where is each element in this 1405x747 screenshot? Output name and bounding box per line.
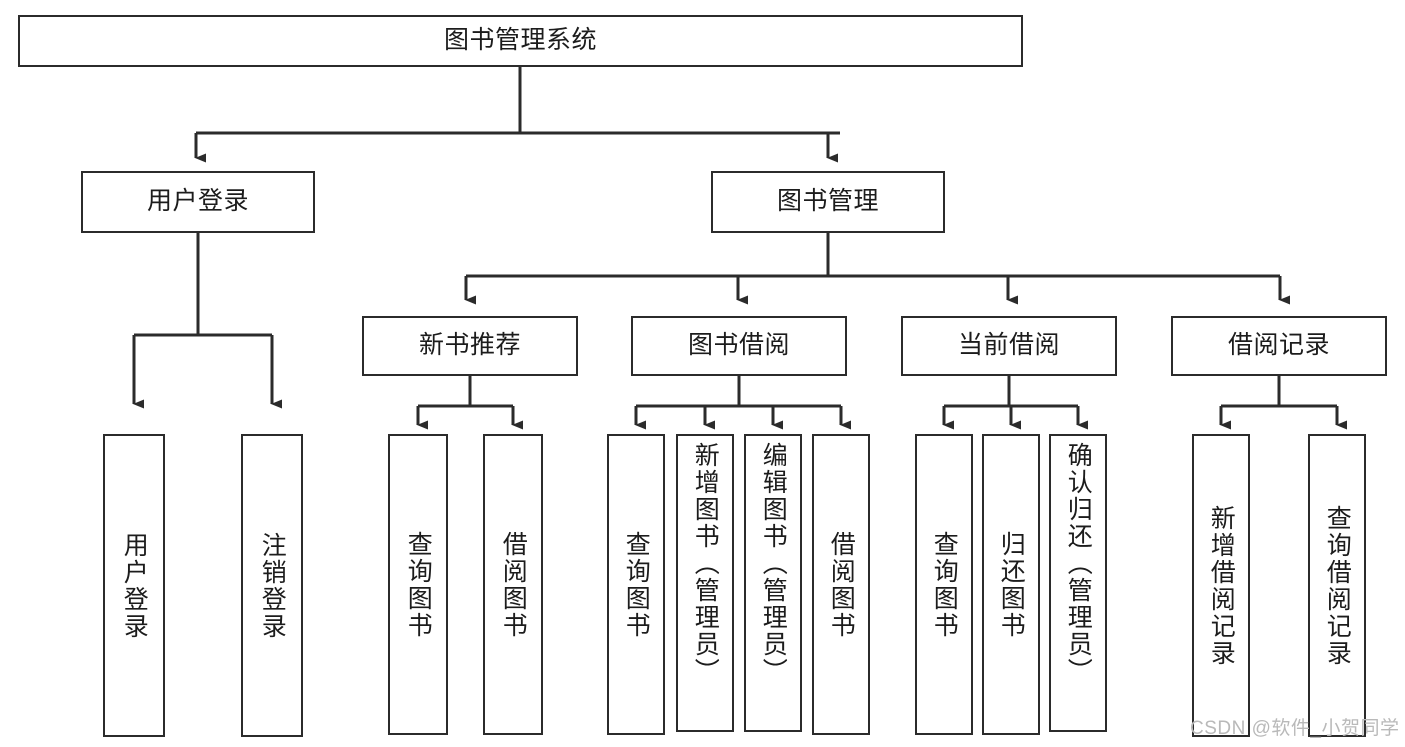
leaf-confirm-return-admin[interactable]: 确认归还（管理员）	[1049, 434, 1107, 732]
node-label: 新增借阅记录	[1207, 504, 1236, 667]
leaf-search-book-recommend[interactable]: 查询图书	[388, 434, 448, 735]
node-root-system[interactable]: 图书管理系统	[18, 15, 1023, 67]
leaf-borrow-book-recommend[interactable]: 借阅图书	[483, 434, 543, 735]
node-label: 查询借阅记录	[1323, 504, 1352, 667]
node-label: 图书管理	[776, 187, 879, 216]
node-borrow-record[interactable]: 借阅记录	[1171, 316, 1387, 376]
node-label: 注销登录	[258, 531, 287, 640]
node-label: 借阅图书	[827, 530, 856, 639]
node-label: 借阅图书	[499, 530, 528, 639]
node-book-management[interactable]: 图书管理	[711, 171, 945, 233]
node-label: 新书推荐	[418, 331, 521, 360]
node-label: 图书借阅	[687, 331, 790, 360]
node-label: 查询图书	[930, 530, 959, 639]
leaf-add-borrow-record[interactable]: 新增借阅记录	[1192, 434, 1250, 737]
leaf-user-logout[interactable]: 注销登录	[241, 434, 303, 737]
node-user-login[interactable]: 用户登录	[81, 171, 315, 233]
node-label: 归还图书	[997, 530, 1026, 639]
leaf-return-book[interactable]: 归还图书	[982, 434, 1040, 735]
leaf-search-book-borrow[interactable]: 查询图书	[607, 434, 665, 735]
leaf-borrow-book[interactable]: 借阅图书	[812, 434, 870, 735]
leaf-query-borrow-record[interactable]: 查询借阅记录	[1308, 434, 1366, 737]
leaf-add-book-admin[interactable]: 新增图书（管理员）	[676, 434, 734, 732]
node-label: 借阅记录	[1227, 331, 1330, 360]
node-label: 编辑图书（管理员）	[759, 442, 788, 685]
node-label: 用户登录	[120, 531, 149, 640]
node-book-borrow[interactable]: 图书借阅	[631, 316, 847, 376]
node-label: 查询图书	[404, 530, 433, 639]
node-new-book-recommend[interactable]: 新书推荐	[362, 316, 578, 376]
leaf-search-book-current[interactable]: 查询图书	[915, 434, 973, 735]
node-label: 新增图书（管理员）	[691, 442, 720, 685]
node-current-borrow[interactable]: 当前借阅	[901, 316, 1117, 376]
node-label: 图书管理系统	[443, 26, 597, 55]
node-label: 查询图书	[622, 530, 651, 639]
leaf-edit-book-admin[interactable]: 编辑图书（管理员）	[744, 434, 802, 732]
node-label: 确认归还（管理员）	[1064, 442, 1093, 685]
leaf-user-login[interactable]: 用户登录	[103, 434, 165, 737]
node-label: 当前借阅	[957, 331, 1060, 360]
node-label: 用户登录	[146, 187, 249, 216]
